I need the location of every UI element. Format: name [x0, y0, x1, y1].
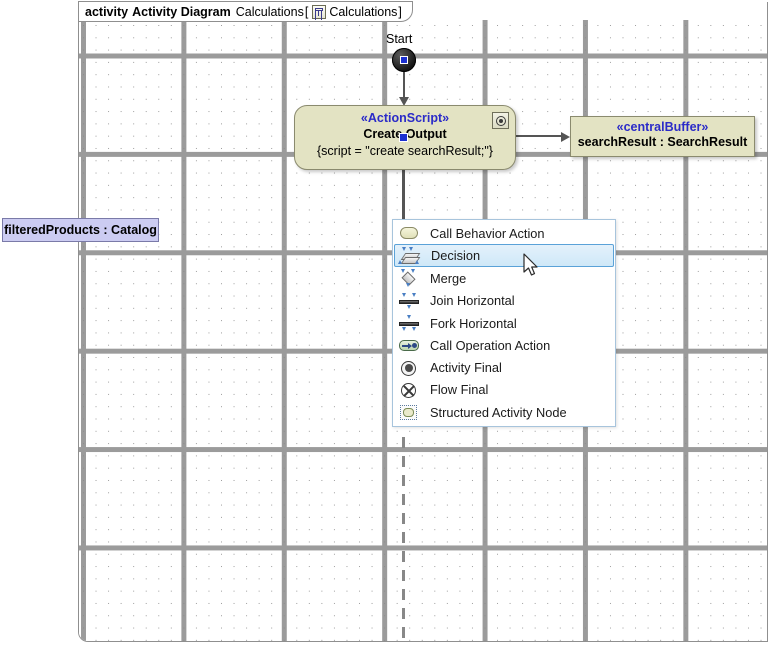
flow-action-to-buffer: [516, 135, 564, 137]
flow-dashed-continuation: [402, 437, 405, 645]
menu-item-label: Structured Activity Node: [430, 404, 567, 420]
flow-start-to-action: [403, 72, 405, 99]
merge-node-icon: [396, 269, 422, 288]
buffer-node-name: searchResult : SearchResult: [577, 135, 748, 149]
frame-bracket-close: ]: [398, 4, 402, 19]
object-node-filtered-products-label: filteredProducts : Catalog: [4, 223, 157, 237]
initial-node-icon[interactable]: [392, 48, 416, 72]
action-node-stereotype: «ActionScript»: [360, 111, 450, 125]
menu-item-decision[interactable]: Decision: [394, 244, 614, 268]
menu-item-fork-horizontal[interactable]: Fork Horizontal: [393, 312, 615, 334]
activity-node-popup-menu[interactable]: Call Behavior Action Decision Merge Join…: [392, 219, 616, 428]
menu-item-label: Call Behavior Action: [430, 225, 545, 241]
menu-item-label: Call Operation Action: [430, 337, 551, 353]
action-behavior-icon[interactable]: [492, 112, 509, 129]
menu-item-call-operation-action[interactable]: Call Operation Action: [393, 334, 615, 356]
menu-item-label: Flow Final: [430, 382, 489, 398]
start-node-label: Start: [386, 32, 413, 46]
call-behavior-action-icon: [396, 224, 422, 242]
menu-item-label: Fork Horizontal: [430, 315, 517, 331]
menu-item-label: Merge: [430, 270, 467, 286]
central-buffer-node[interactable]: «centralBuffer» searchResult : SearchRes…: [570, 116, 755, 157]
action-node-create-output[interactable]: «ActionScript» Create Output {script = "…: [294, 105, 516, 170]
flow-arrow-action-to-buffer: [561, 132, 570, 142]
frame-keyword: activity: [85, 4, 129, 19]
flow-action-downward: [402, 170, 405, 220]
object-node-filtered-products[interactable]: filteredProducts : Catalog: [2, 218, 159, 242]
menu-item-join-horizontal[interactable]: Join Horizontal: [393, 290, 615, 312]
action-node-constraint: {script = "create searchResult;"}: [317, 144, 493, 158]
action-behavior-icon-dot: [498, 118, 503, 123]
diagram-frame-header[interactable]: activity Activity Diagram Calculations […: [78, 1, 413, 22]
action-behavior-icon-ring: [495, 115, 506, 126]
menu-item-label: Activity Final: [430, 360, 502, 376]
menu-item-call-behavior-action[interactable]: Call Behavior Action: [393, 222, 615, 244]
join-horizontal-icon: [396, 292, 422, 310]
frame-owner-name: Calculations: [329, 4, 398, 19]
menu-item-flow-final[interactable]: Flow Final: [393, 379, 615, 401]
frame-bracket-open: [: [304, 4, 309, 19]
menu-item-structured-activity-node[interactable]: Structured Activity Node: [393, 401, 615, 423]
flow-final-icon: [396, 381, 422, 399]
action-node-output-pin[interactable]: [399, 133, 408, 142]
buffer-node-stereotype: «centralBuffer»: [616, 120, 709, 134]
activity-diagram-icon: [312, 4, 327, 19]
fork-horizontal-icon: [396, 314, 422, 332]
menu-item-label: Decision: [431, 248, 481, 264]
decision-node-icon: [397, 246, 423, 265]
menu-item-label: Join Horizontal: [430, 293, 515, 309]
activity-final-icon: [396, 359, 422, 377]
menu-item-activity-final[interactable]: Activity Final: [393, 356, 615, 378]
menu-item-merge[interactable]: Merge: [393, 267, 615, 289]
flow-arrow-start-to-action: [399, 97, 409, 106]
structured-activity-node-icon: [396, 403, 422, 421]
frame-diagram-name: Calculations: [235, 4, 304, 19]
frame-diagram-type: Activity Diagram: [132, 4, 231, 19]
call-operation-action-icon: [396, 336, 422, 354]
